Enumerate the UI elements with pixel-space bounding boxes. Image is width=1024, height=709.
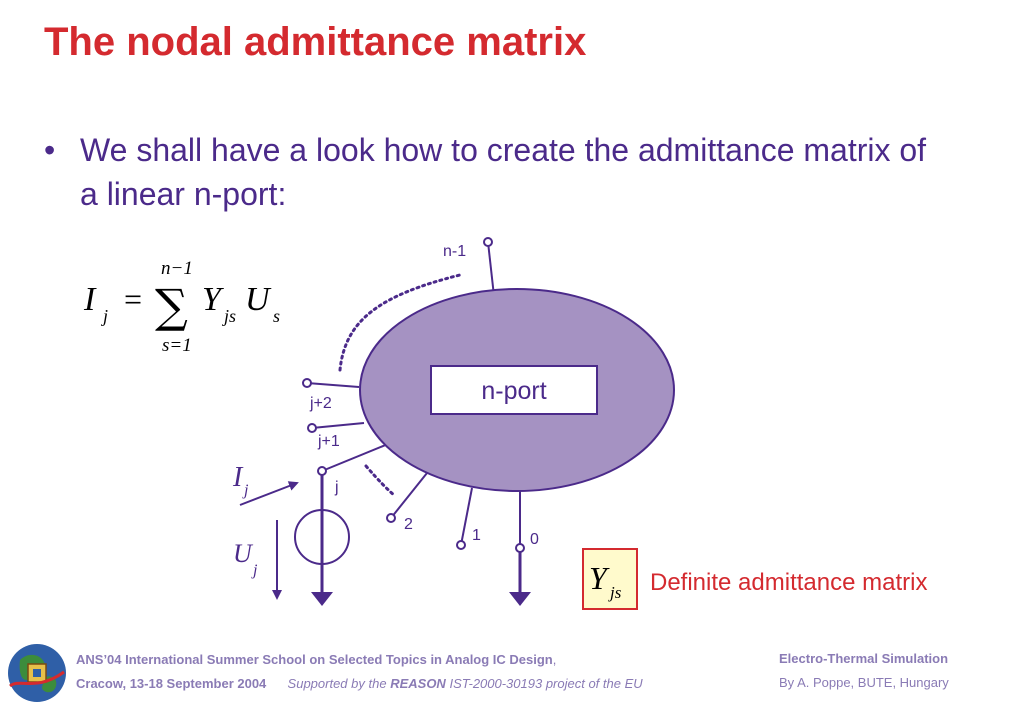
footer-dates: Cracow, 13-18 September 2004: [76, 676, 267, 691]
label-2: 2: [404, 516, 413, 533]
yjs-highlight-box: [582, 548, 638, 610]
formula-equals: =: [124, 281, 142, 317]
footer-line-1: ANS’04 International Summer School on Se…: [76, 652, 557, 667]
slide-title: The nodal admittance matrix: [44, 20, 587, 64]
formula-lhs-sub: j: [101, 306, 108, 326]
current-arrow-icon: [239, 481, 299, 506]
yjs-sub: js: [608, 583, 622, 602]
bullet-item: • We shall have a look how to create the…: [44, 128, 944, 216]
n-port-label: n-port: [481, 377, 546, 405]
formula-lhs: I: [83, 281, 97, 318]
lead-n-minus-1: [487, 241, 495, 297]
current-sub: j: [242, 482, 249, 499]
formula-u-sub: s: [273, 306, 280, 326]
label-n-minus-1: n-1: [443, 243, 466, 260]
label-1: 1: [472, 527, 481, 544]
terminal-1: [456, 540, 466, 550]
lead-2: [390, 472, 428, 519]
footer-right-2: By A. Poppe, BUTE, Hungary: [779, 675, 949, 690]
terminal-j-plus-1: [307, 423, 317, 433]
footer-line-2: Cracow, 13-18 September 2004 Supported b…: [76, 676, 643, 691]
voltage-sub: j: [251, 562, 258, 579]
bullet-marker: •: [44, 132, 56, 168]
lead-j-plus-1: [311, 422, 365, 429]
terminal-j: [317, 466, 327, 476]
footer-reason: REASON: [390, 676, 446, 691]
lead-j-plus-2: [306, 382, 360, 388]
definite-matrix-label: Definite admittance matrix: [650, 569, 927, 596]
port-leads: [306, 241, 521, 548]
bullet-text: We shall have a look how to create the a…: [80, 132, 927, 212]
formula-u: U: [245, 281, 272, 318]
sum-lower-limit: s=1: [162, 335, 192, 356]
label-0: 0: [530, 531, 539, 548]
terminal-2: [386, 513, 396, 523]
ground-arrow-0-icon: [509, 592, 531, 606]
label-j-plus-1: j+1: [317, 433, 340, 450]
dotted-port-gap-upper: [338, 273, 462, 372]
terminal-0: [515, 543, 525, 553]
conference-logo: [8, 644, 66, 702]
formula-y-sub: js: [222, 306, 236, 326]
n-port-label-box: [430, 365, 598, 415]
formula-y: Y: [202, 281, 224, 318]
dotted-port-gap-lower: [364, 464, 397, 498]
footer-right-1: Electro-Thermal Simulation: [779, 651, 949, 666]
nodal-current-formula: I j = n−1 ∑ s=1 Y js U s: [83, 258, 280, 356]
port-terminals: [302, 237, 525, 553]
lead-1: [460, 487, 473, 546]
terminal-j-plus-2: [302, 378, 312, 388]
sum-sigma: ∑: [155, 279, 188, 333]
terminal-n-minus-1: [483, 237, 493, 247]
footer-support-a: Supported by the: [287, 676, 387, 691]
ground-arrow-icon: [311, 592, 333, 606]
label-j: j: [334, 479, 339, 496]
current-label: I: [232, 462, 244, 493]
sum-upper-limit: n−1: [161, 258, 193, 279]
lead-j: [321, 443, 389, 472]
yjs-symbol: Y: [589, 560, 610, 596]
voltage-label: U: [233, 539, 254, 568]
label-j-plus-2: j+2: [309, 395, 332, 412]
footer-conference: ANS’04 International Summer School on Se…: [76, 652, 553, 667]
footer-support-b: IST-2000-30193 project of the EU: [449, 676, 643, 691]
port-labels: n-1 j+2 j+1 j 2 1 0: [309, 243, 539, 548]
